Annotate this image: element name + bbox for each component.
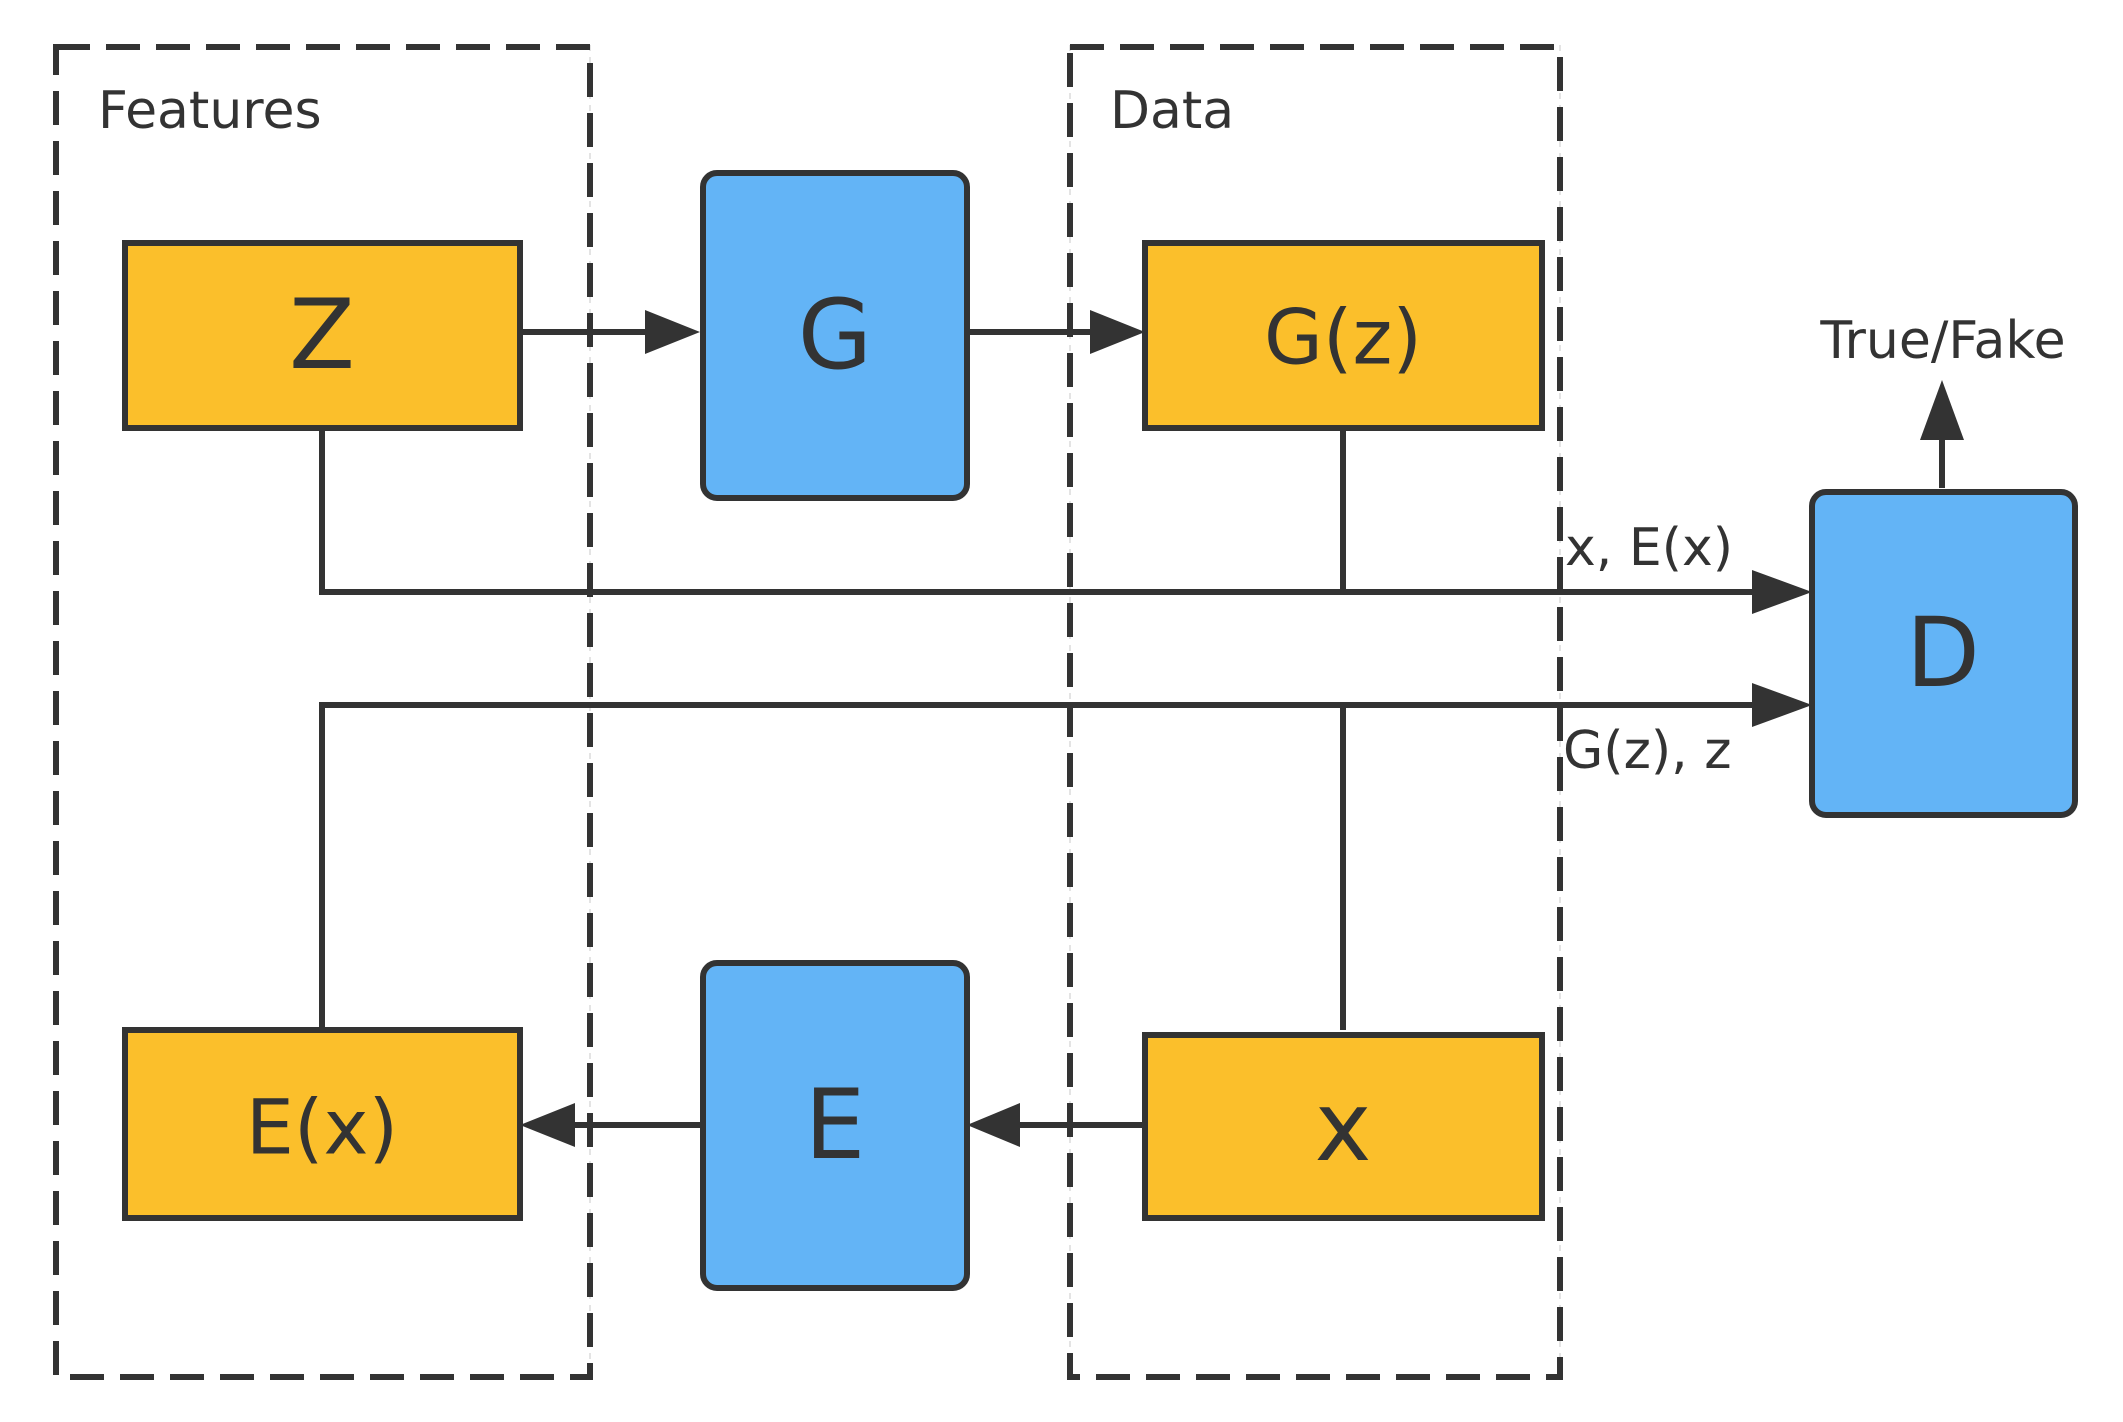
node-z-label: Z (289, 279, 355, 391)
features-group-label: Features (98, 81, 322, 141)
data-group-frame (1067, 44, 1563, 1380)
arrowhead-z-to-g (645, 310, 700, 354)
node-d-label: D (1906, 597, 1980, 709)
node-ex-label: E(x) (246, 1083, 398, 1172)
arrowhead-x-to-e (967, 1103, 1020, 1147)
node-gz-label: G(z) (1264, 293, 1422, 382)
edge-ex-and-x-to-d (319, 702, 1760, 1030)
data-group-label: Data (1110, 81, 1234, 141)
node-d-box (1809, 489, 2078, 818)
node-g-label: G (798, 279, 872, 391)
edge-z-and-gz-to-d (319, 428, 1760, 595)
fake-pair-label: G(z), z (1563, 721, 1732, 781)
node-x-label: x (1315, 1071, 1372, 1183)
arrowhead-lower-to-d (1752, 683, 1812, 727)
arrowhead-e-to-ex (520, 1103, 575, 1147)
node-ex-box (122, 1027, 523, 1221)
arrowhead-upper-to-d (1752, 570, 1812, 614)
node-e-box (700, 960, 970, 1291)
node-e-label: E (805, 1069, 866, 1181)
node-g-box (700, 170, 970, 501)
arrowhead-g-to-gz (1090, 310, 1145, 354)
real-pair-label: x, E(x) (1565, 518, 1733, 578)
features-group-frame (53, 44, 593, 1380)
output-label: True/Fake (1819, 311, 2065, 371)
node-z-box (122, 240, 523, 431)
node-x-box (1142, 1032, 1545, 1221)
arrowhead-d-to-output (1920, 380, 1964, 440)
node-gz-box (1142, 240, 1545, 431)
